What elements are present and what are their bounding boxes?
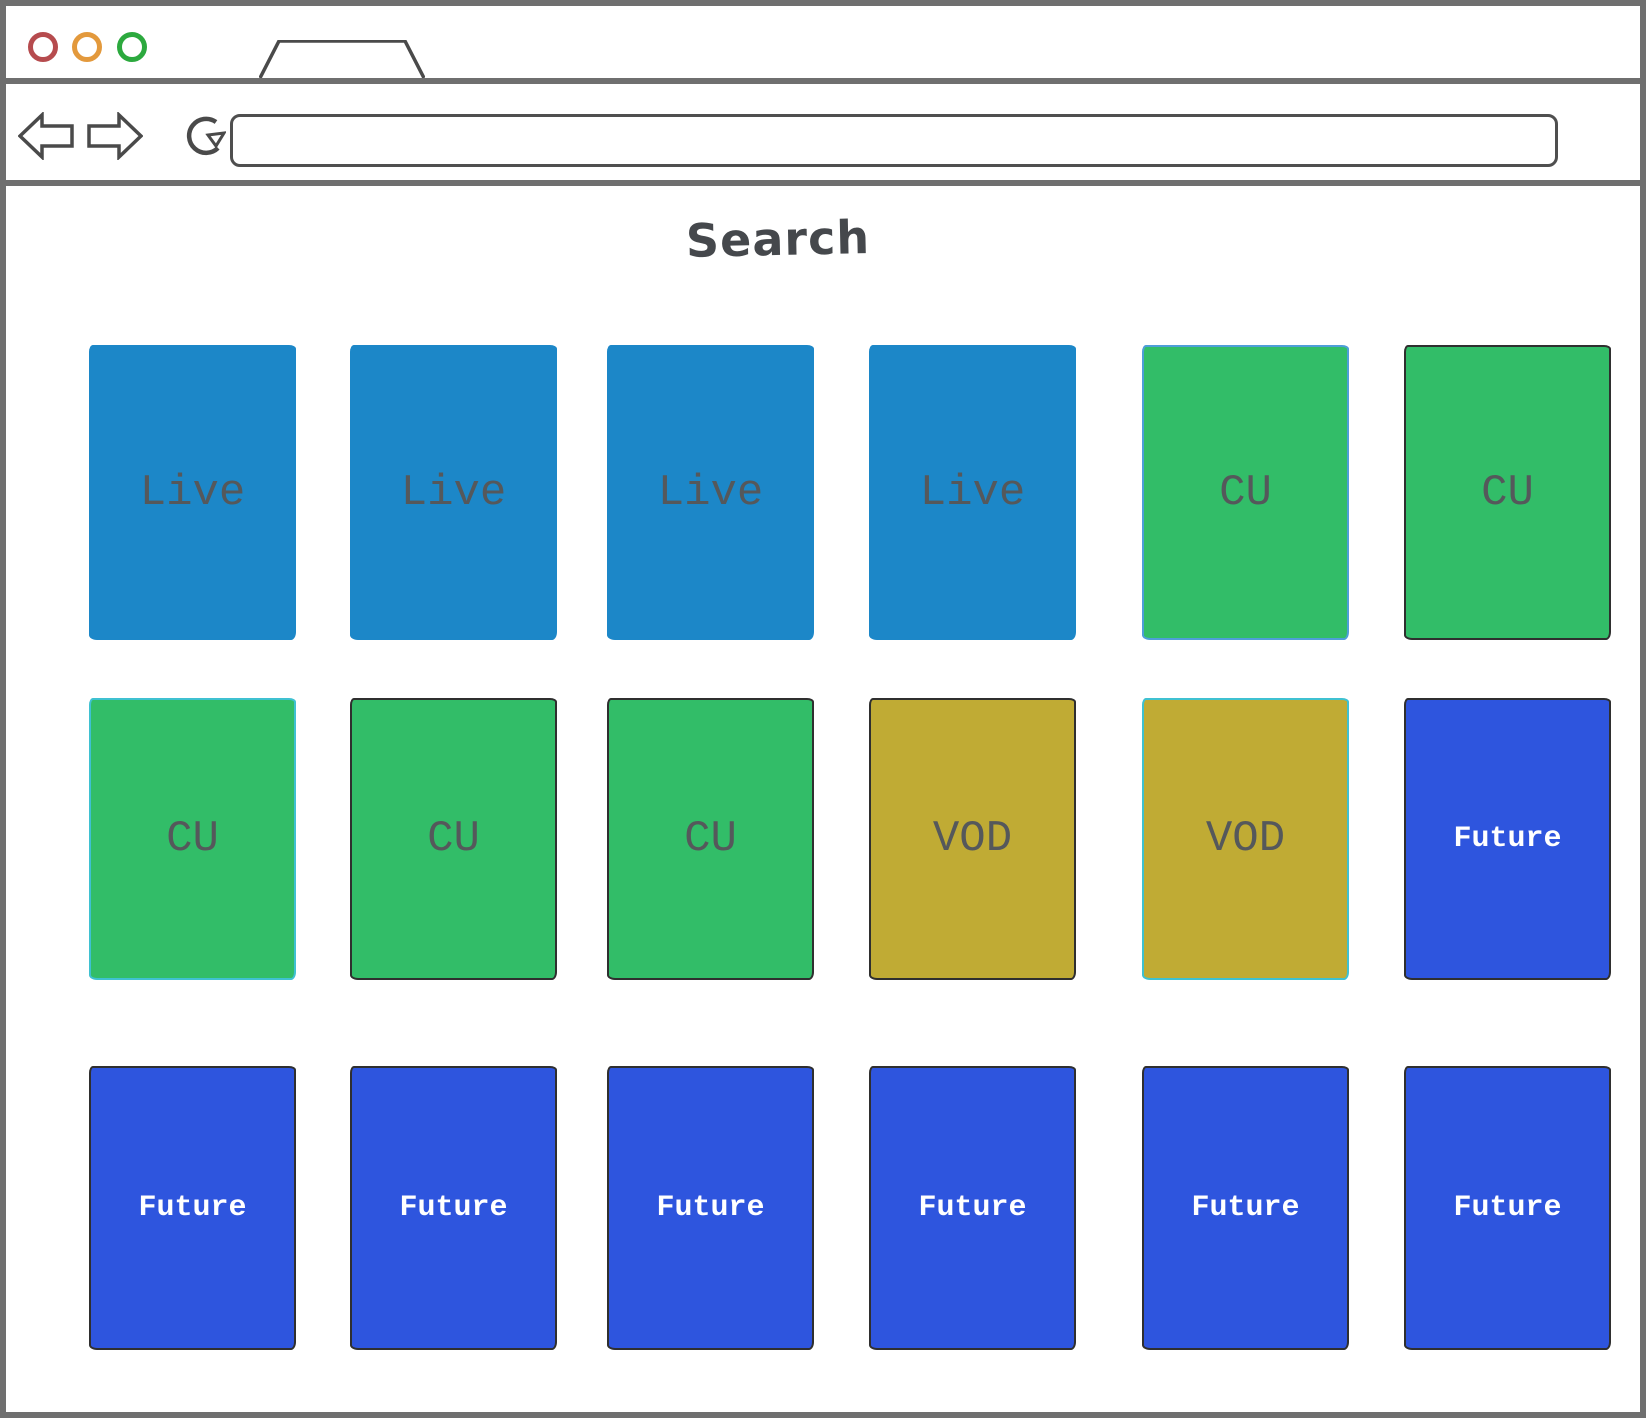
card-label: Future (1191, 1191, 1300, 1225)
card-label: Future (1453, 822, 1562, 856)
card-future[interactable]: Future (607, 1066, 814, 1350)
card-label: Future (399, 1191, 508, 1225)
page-title: Search (685, 210, 871, 268)
card-cu[interactable]: CU (89, 698, 296, 980)
card-live[interactable]: Live (350, 345, 557, 640)
card-label: CU (166, 814, 219, 864)
card-label: CU (427, 814, 480, 864)
close-button[interactable] (28, 32, 58, 62)
tab-shape-icon (258, 39, 426, 79)
card-label: CU (1219, 467, 1272, 518)
card-cu[interactable]: CU (1404, 345, 1611, 640)
forward-button[interactable] (87, 110, 144, 162)
card-label: Future (918, 1191, 1027, 1225)
minimize-button[interactable] (72, 32, 102, 62)
card-future[interactable]: Future (89, 1066, 296, 1350)
card-label: Future (656, 1191, 765, 1225)
card-live[interactable]: Live (607, 345, 814, 640)
card-label: CU (1481, 467, 1534, 518)
card-future[interactable]: Future (1404, 698, 1611, 980)
card-future[interactable]: Future (1142, 1066, 1349, 1350)
card-future[interactable]: Future (1404, 1066, 1611, 1350)
url-input[interactable] (230, 114, 1558, 167)
card-label: Live (139, 467, 246, 518)
maximize-button[interactable] (117, 32, 147, 62)
card-live[interactable]: Live (89, 345, 296, 640)
titlebar (6, 6, 1640, 84)
navbar (6, 84, 1640, 186)
card-future[interactable]: Future (869, 1066, 1076, 1350)
card-label: Live (919, 467, 1026, 518)
card-cu[interactable]: CU (350, 698, 557, 980)
reload-icon (186, 116, 227, 156)
reload-button[interactable] (180, 108, 227, 166)
card-label: Live (657, 467, 764, 518)
back-button[interactable] (17, 110, 74, 162)
card-vod[interactable]: VOD (869, 698, 1076, 980)
card-label: VOD (932, 814, 1013, 864)
card-cu[interactable]: CU (1142, 345, 1349, 640)
card-future[interactable]: Future (350, 1066, 557, 1350)
browser-tab[interactable] (258, 39, 426, 79)
card-label: Live (400, 467, 507, 518)
card-cu[interactable]: CU (607, 698, 814, 980)
card-label: CU (684, 814, 737, 864)
forward-arrow-icon (87, 110, 144, 162)
card-label: Future (1453, 1191, 1562, 1225)
card-vod[interactable]: VOD (1142, 698, 1349, 980)
card-live[interactable]: Live (869, 345, 1076, 640)
card-label: Future (138, 1191, 247, 1225)
card-label: VOD (1205, 814, 1286, 864)
back-arrow-icon (17, 110, 74, 162)
